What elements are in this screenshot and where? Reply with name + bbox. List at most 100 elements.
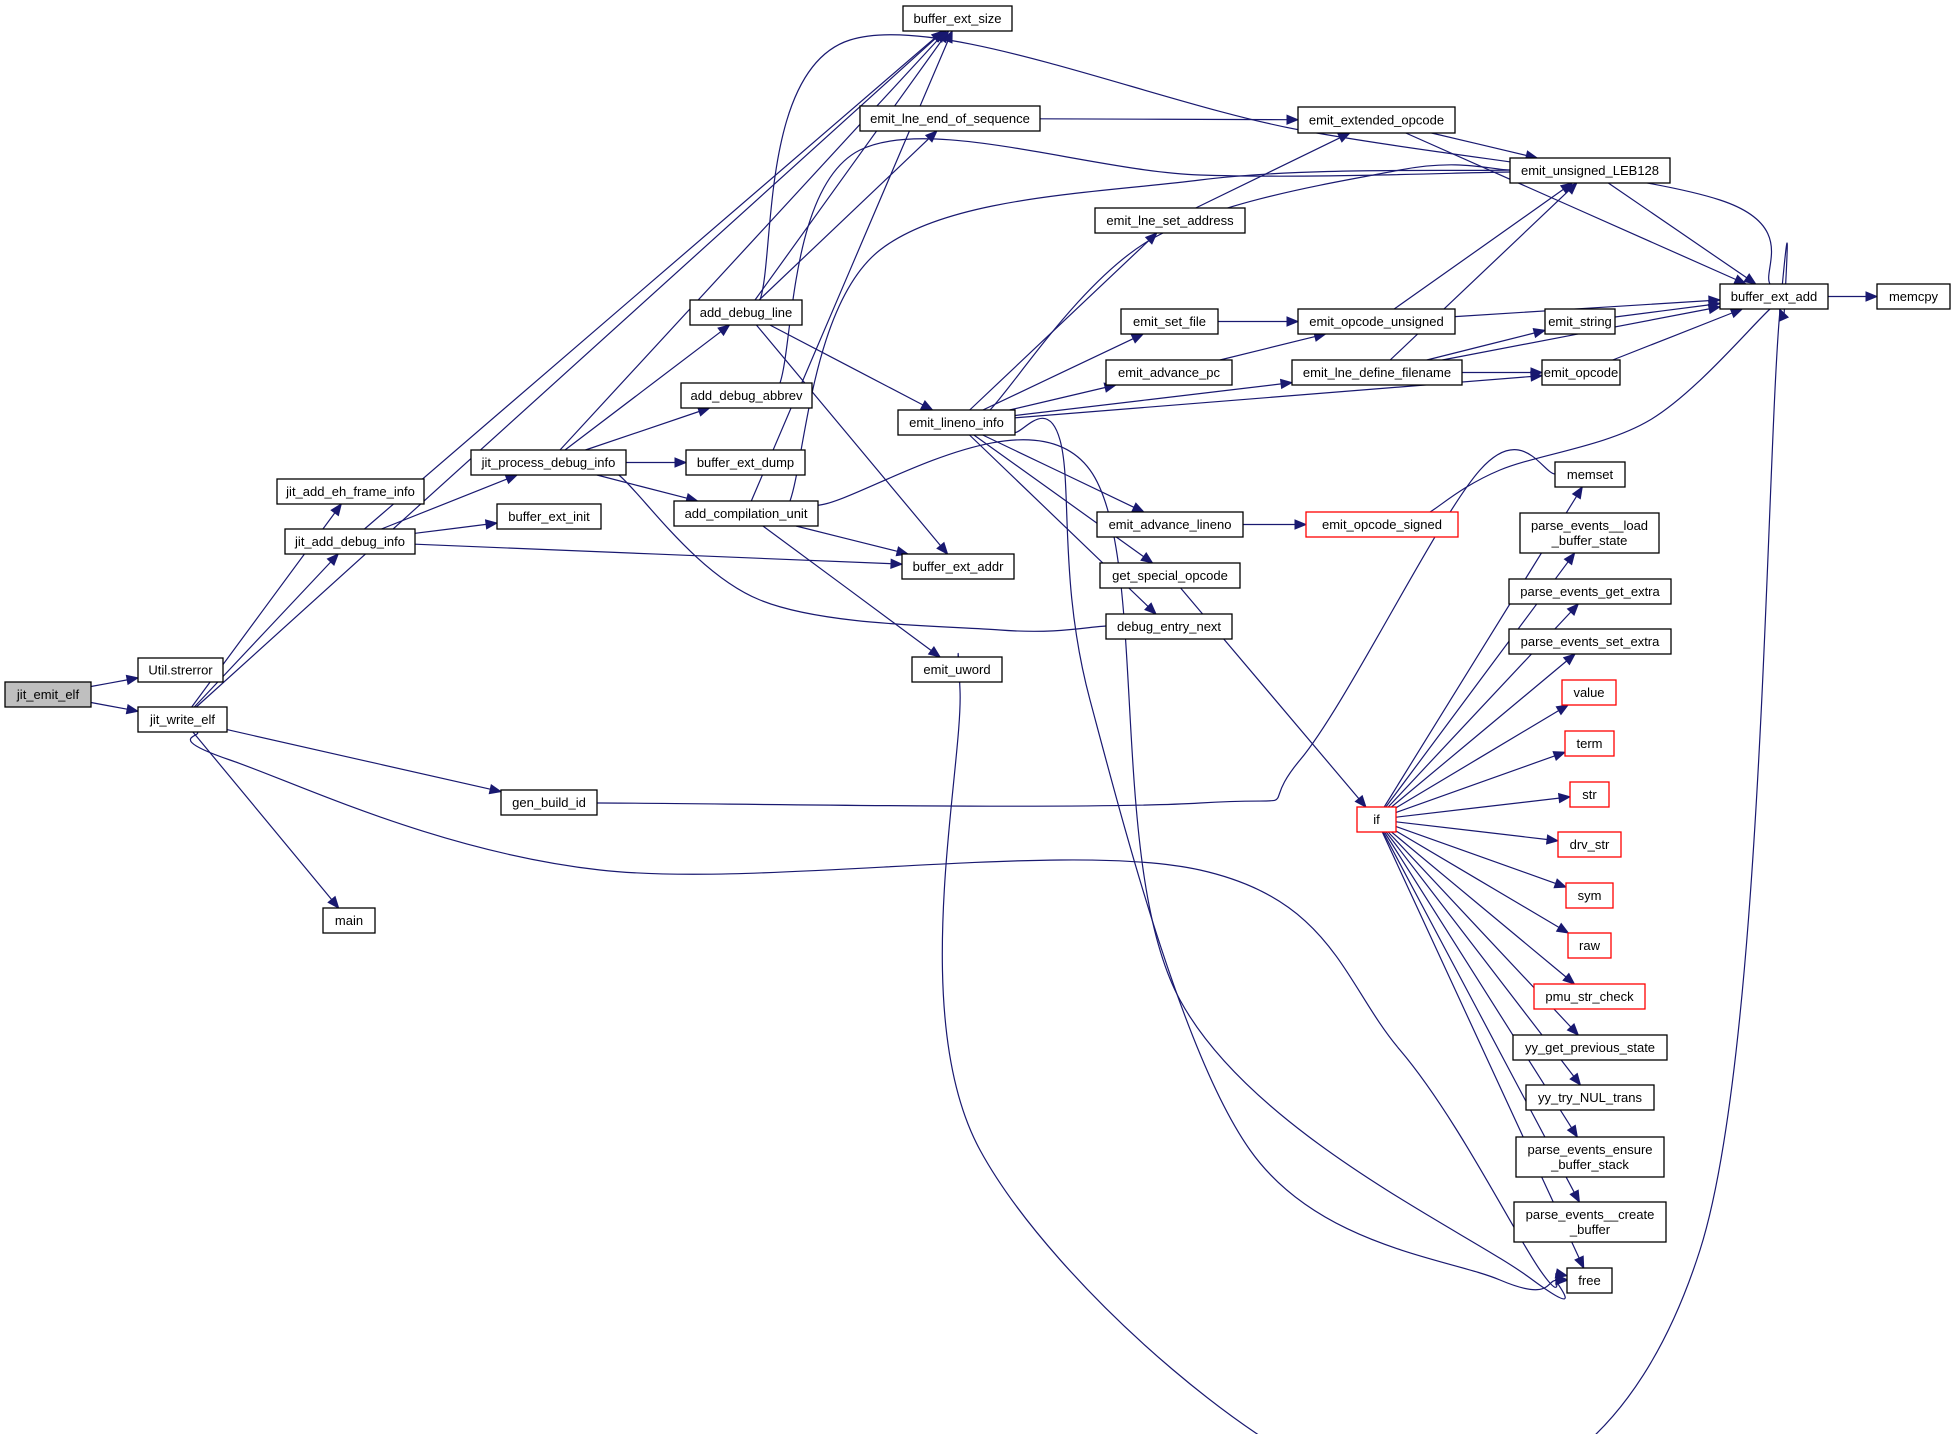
node-jit_emit_elf[interactable]: jit_emit_elf: [4, 681, 92, 708]
node-if[interactable]: if: [1356, 806, 1397, 833]
node-emit_advance_lineno[interactable]: emit_advance_lineno: [1096, 511, 1244, 538]
node-box[interactable]: [1105, 613, 1233, 640]
node-memcpy[interactable]: memcpy: [1876, 283, 1951, 310]
node-box[interactable]: [1567, 932, 1612, 959]
node-box[interactable]: [1120, 308, 1219, 335]
node-box[interactable]: [1533, 983, 1646, 1010]
node-emit_set_file[interactable]: emit_set_file: [1120, 308, 1219, 335]
node-emit_lineno_info[interactable]: emit_lineno_info: [897, 409, 1016, 436]
node-box[interactable]: [1305, 511, 1459, 538]
node-box[interactable]: [1566, 1267, 1613, 1294]
node-box[interactable]: [673, 500, 819, 527]
node-buffer_ext_size[interactable]: buffer_ext_size: [902, 5, 1013, 32]
node-emit_lne_define_filename[interactable]: emit_lne_define_filename: [1291, 359, 1463, 386]
node-debug_entry_next[interactable]: debug_entry_next: [1105, 613, 1233, 640]
node-box[interactable]: [1297, 106, 1456, 134]
node-yy_try_NUL_trans[interactable]: yy_try_NUL_trans: [1525, 1084, 1655, 1111]
node-box[interactable]: [1356, 806, 1397, 833]
node-buffer_ext_init[interactable]: buffer_ext_init: [496, 503, 602, 530]
node-box[interactable]: [1512, 1034, 1668, 1061]
node-parse_events_ensure_buffer_stack[interactable]: parse_events_ensure_buffer_stack: [1515, 1136, 1665, 1178]
node-value[interactable]: value: [1561, 679, 1617, 706]
node-jit_add_eh_frame_info[interactable]: jit_add_eh_frame_info: [276, 478, 425, 505]
node-box[interactable]: [1541, 359, 1621, 386]
node-emit_opcode_unsigned[interactable]: emit_opcode_unsigned: [1297, 308, 1456, 335]
node-box[interactable]: [1565, 882, 1614, 909]
node-box[interactable]: [685, 449, 806, 476]
node-parse_events__create_buffer[interactable]: parse_events__create_buffer: [1513, 1201, 1667, 1243]
node-jit_process_debug_info[interactable]: jit_process_debug_info: [470, 449, 627, 476]
node-emit_lne_set_address[interactable]: emit_lne_set_address: [1094, 207, 1246, 234]
node-yy_get_previous_state[interactable]: yy_get_previous_state: [1512, 1034, 1668, 1061]
node-box[interactable]: [1569, 781, 1610, 808]
node-box[interactable]: [1509, 157, 1671, 184]
node-emit_opcode[interactable]: emit_opcode: [1541, 359, 1621, 386]
node-box[interactable]: [137, 657, 224, 683]
node-emit_advance_pc[interactable]: emit_advance_pc: [1105, 359, 1233, 386]
node-drv_str[interactable]: drv_str: [1557, 831, 1622, 858]
node-box[interactable]: [322, 907, 376, 934]
node-buffer_ext_dump[interactable]: buffer_ext_dump: [685, 449, 806, 476]
node-str[interactable]: str: [1569, 781, 1610, 808]
node-box[interactable]: [1508, 628, 1672, 655]
node-box[interactable]: [1096, 511, 1244, 538]
node-box[interactable]: [1515, 1136, 1665, 1178]
node-Util-strerror[interactable]: Util.strerror: [137, 657, 224, 683]
node-emit_unsigned_LEB128[interactable]: emit_unsigned_LEB128: [1509, 157, 1671, 184]
node-emit_lne_end_of_sequence[interactable]: emit_lne_end_of_sequence: [859, 105, 1041, 132]
node-box[interactable]: [680, 382, 813, 409]
node-box[interactable]: [911, 656, 1003, 683]
node-box[interactable]: [1564, 730, 1615, 757]
node-box[interactable]: [901, 553, 1015, 580]
node-emit_string[interactable]: emit_string: [1544, 308, 1616, 335]
node-box[interactable]: [4, 681, 92, 708]
node-box[interactable]: [1525, 1084, 1655, 1111]
node-get_special_opcode[interactable]: get_special_opcode: [1099, 562, 1241, 589]
node-box[interactable]: [859, 105, 1041, 132]
node-free[interactable]: free: [1566, 1267, 1613, 1294]
node-box[interactable]: [1099, 562, 1241, 589]
node-box[interactable]: [1719, 283, 1829, 310]
node-term[interactable]: term: [1564, 730, 1615, 757]
node-buffer_ext_addr[interactable]: buffer_ext_addr: [901, 553, 1015, 580]
node-box[interactable]: [1513, 1201, 1667, 1243]
node-jit_add_debug_info[interactable]: jit_add_debug_info: [284, 528, 416, 555]
node-jit_write_elf[interactable]: jit_write_elf: [137, 706, 228, 733]
node-box[interactable]: [1519, 512, 1660, 554]
node-parse_events__load_buffer_state[interactable]: parse_events__load_buffer_state: [1519, 512, 1660, 554]
node-box[interactable]: [496, 503, 602, 530]
node-box[interactable]: [137, 706, 228, 733]
node-box[interactable]: [1094, 207, 1246, 234]
node-box[interactable]: [1544, 308, 1616, 335]
node-box[interactable]: [1291, 359, 1463, 386]
node-box[interactable]: [284, 528, 416, 555]
node-box[interactable]: [902, 5, 1013, 32]
node-add_debug_abbrev[interactable]: add_debug_abbrev: [680, 382, 813, 409]
node-box[interactable]: [276, 478, 425, 505]
node-box[interactable]: [500, 789, 598, 816]
node-parse_events_set_extra[interactable]: parse_events_set_extra: [1508, 628, 1672, 655]
node-box[interactable]: [1554, 461, 1626, 488]
node-box[interactable]: [1297, 308, 1456, 335]
node-box[interactable]: [1876, 283, 1951, 310]
node-add_compilation_unit[interactable]: add_compilation_unit: [673, 500, 819, 527]
node-box[interactable]: [1105, 359, 1233, 386]
node-memset[interactable]: memset: [1554, 461, 1626, 488]
node-buffer_ext_add[interactable]: buffer_ext_add: [1719, 283, 1829, 310]
node-main[interactable]: main: [322, 907, 376, 934]
node-box[interactable]: [470, 449, 627, 476]
node-parse_events_get_extra[interactable]: parse_events_get_extra: [1508, 578, 1672, 605]
node-box[interactable]: [1557, 831, 1622, 858]
node-box[interactable]: [1561, 679, 1617, 706]
node-raw[interactable]: raw: [1567, 932, 1612, 959]
node-sym[interactable]: sym: [1565, 882, 1614, 909]
node-emit_opcode_signed[interactable]: emit_opcode_signed: [1305, 511, 1459, 538]
node-pmu_str_check[interactable]: pmu_str_check: [1533, 983, 1646, 1010]
node-emit_extended_opcode[interactable]: emit_extended_opcode: [1297, 106, 1456, 134]
node-box[interactable]: [1508, 578, 1672, 605]
node-box[interactable]: [897, 409, 1016, 436]
node-gen_build_id[interactable]: gen_build_id: [500, 789, 598, 816]
node-box[interactable]: [689, 299, 803, 326]
node-add_debug_line[interactable]: add_debug_line: [689, 299, 803, 326]
node-emit_uword[interactable]: emit_uword: [911, 656, 1003, 683]
